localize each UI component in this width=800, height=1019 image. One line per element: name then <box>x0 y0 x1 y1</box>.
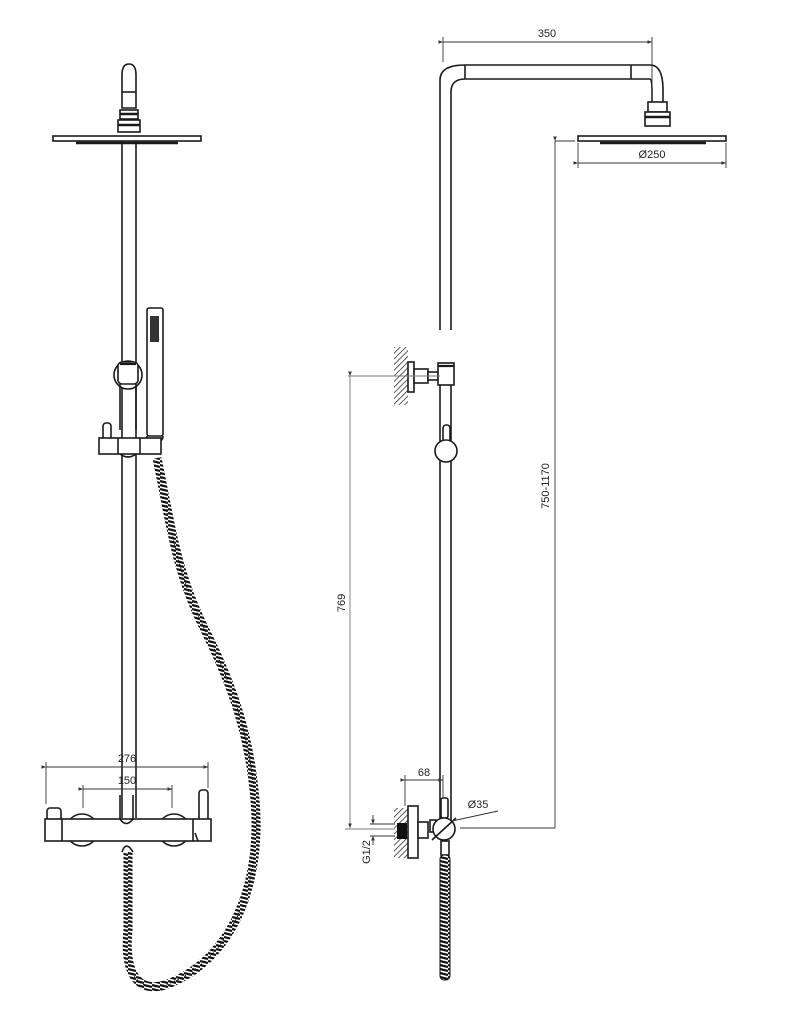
dimension-35 <box>451 810 499 822</box>
label-35: Ø35 <box>468 799 489 811</box>
side-hose <box>439 840 451 981</box>
rain-head-connector <box>117 63 141 133</box>
slider-holder <box>113 360 143 430</box>
dimension-769 <box>345 371 440 830</box>
hand-shower-clamp <box>98 422 162 458</box>
rain-head <box>52 135 202 145</box>
thermostatic-mixer <box>44 789 212 853</box>
dimension-68 <box>400 775 444 806</box>
label-g12: G1/2 <box>361 840 373 864</box>
label-350: 350 <box>538 28 556 40</box>
side-view <box>345 37 727 981</box>
dimension-g12 <box>370 815 395 845</box>
rain-head-side <box>577 135 727 145</box>
dimension-276 <box>41 762 209 808</box>
shower-hose <box>122 457 261 992</box>
riser-pipe <box>121 141 137 818</box>
dimension-250 <box>573 143 727 168</box>
label-68: 68 <box>418 767 430 779</box>
dimension-350 <box>438 37 653 100</box>
slider-knob <box>434 424 458 463</box>
label-250: Ø250 <box>639 149 666 161</box>
dimension-750-1170 <box>460 136 575 829</box>
label-276: 276 <box>118 753 136 765</box>
label-769: 769 <box>336 594 348 612</box>
label-750-1170: 750-1170 <box>540 463 552 509</box>
label-150: 150 <box>118 775 136 787</box>
hand-shower <box>146 307 164 443</box>
mixer-side <box>394 797 457 859</box>
front-view <box>41 63 261 992</box>
